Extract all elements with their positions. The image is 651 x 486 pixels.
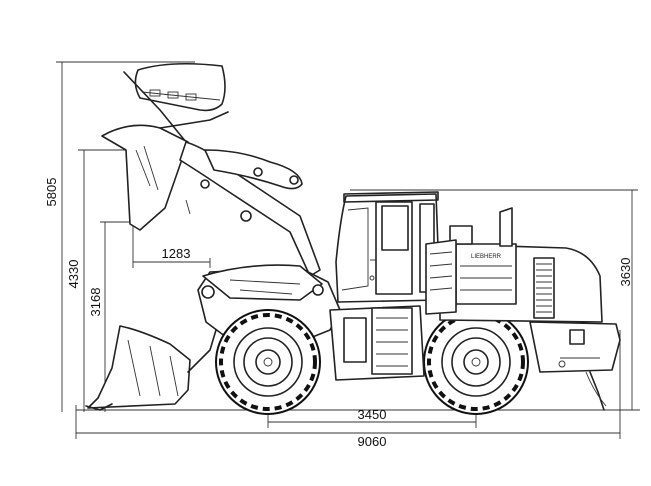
raised-bucket-top bbox=[123, 62, 226, 143]
articulation-section bbox=[329, 305, 425, 381]
rear-counterweight bbox=[529, 321, 621, 411]
wheelbase-label: 3450 bbox=[358, 407, 387, 422]
tilted-bucket-upper bbox=[101, 111, 229, 231]
dump-clearance-label: 3168 bbox=[88, 288, 103, 317]
front-wheel bbox=[215, 309, 321, 415]
engine-hood: LIEBHERR bbox=[425, 207, 603, 323]
ground-detail bbox=[585, 371, 607, 407]
overall-length-label: 9060 bbox=[358, 434, 387, 449]
lowered-bucket bbox=[85, 325, 217, 411]
rear-wheel bbox=[423, 309, 529, 415]
overall-height-label: 3630 bbox=[618, 258, 633, 287]
operator-cab bbox=[335, 191, 441, 303]
dump-reach-label: 1283 bbox=[162, 246, 191, 261]
raised-boom-arm bbox=[179, 141, 321, 277]
hood-logo: LIEBHERR bbox=[471, 254, 502, 260]
hinge-pin-height-label: 4330 bbox=[66, 260, 81, 289]
max-dump-height-label: 5805 bbox=[44, 178, 59, 207]
